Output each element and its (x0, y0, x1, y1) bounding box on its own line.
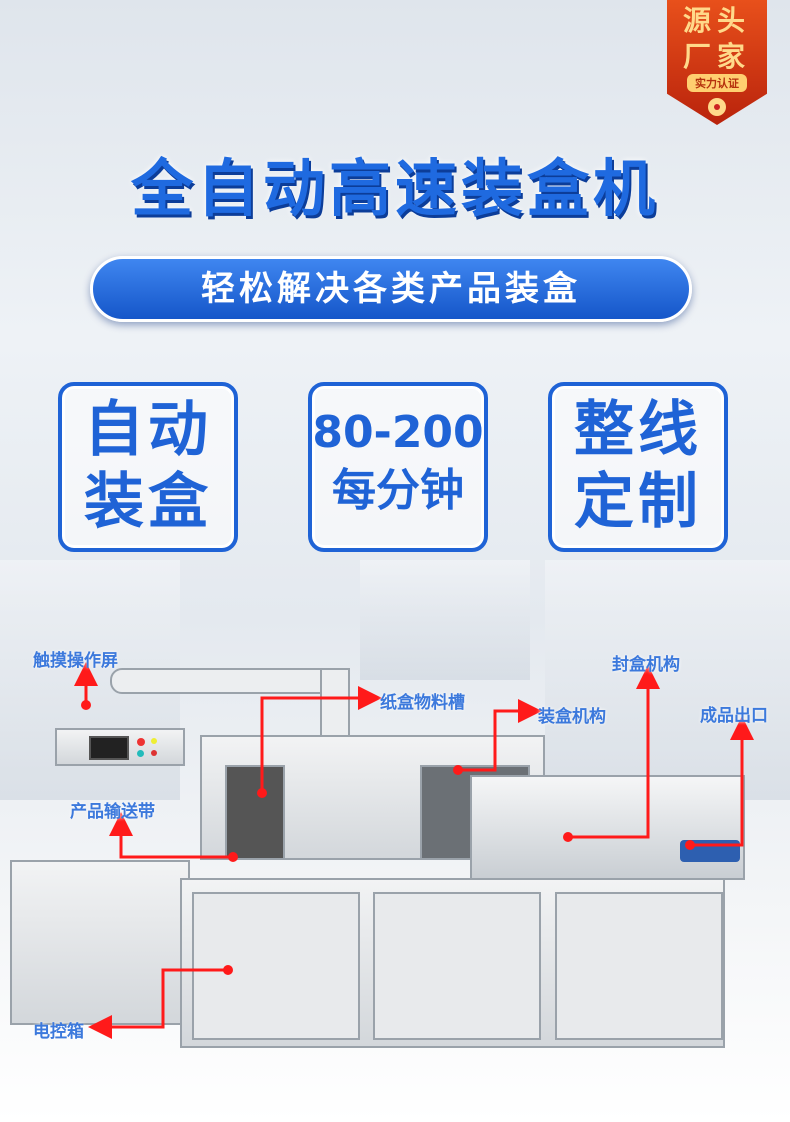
feature-auto-boxing: 自动 装盒 (58, 382, 238, 552)
feature-custom-line: 整线 定制 (548, 382, 728, 552)
badge-text: 厂家 (682, 40, 751, 73)
background-equipment (360, 560, 530, 680)
callout-line-carton-hopper (260, 686, 382, 793)
callout-product-conveyor: 产品输送带 (70, 802, 155, 822)
feature-text: 每分钟 (332, 465, 464, 516)
cabinet-door (373, 892, 541, 1040)
callout-product-outlet: 成品出口 (700, 706, 768, 726)
feature-text: 80-200 (312, 407, 484, 458)
page-title: 全自动高速装盒机 (130, 152, 659, 225)
callout-line-sealing (568, 665, 660, 839)
callout-line-boxing (458, 699, 542, 772)
feature-text: 装盒 (84, 467, 212, 537)
feature-text: 整线 (574, 395, 702, 465)
callout-line-outlet (690, 716, 754, 847)
badge-text: 源头 (682, 4, 751, 37)
indicator-icon (151, 738, 157, 744)
machine-right (470, 775, 745, 880)
control-panel (55, 728, 185, 766)
feature-speed: 80-200 每分钟 (308, 382, 488, 552)
start-button-icon (137, 750, 144, 757)
cabinet-door (555, 892, 723, 1040)
background-equipment (545, 560, 790, 800)
callout-control-cabinet: 电控箱 (33, 1022, 84, 1042)
cabinet-door (192, 892, 360, 1040)
callout-line-conveyor (109, 812, 233, 859)
indicator-icon (151, 750, 157, 756)
factory-badge: 源头 厂家 实力认证 (667, 0, 767, 125)
subtitle-pill: 轻松解决各类产品装盒 (90, 256, 692, 322)
callout-line-cabinet (88, 968, 228, 1039)
carton-hopper (225, 765, 285, 860)
badge-seal-icon (708, 98, 726, 116)
callout-touch-screen: 触摸操作屏 (33, 651, 118, 671)
badge-ribbon: 实力认证 (687, 74, 747, 92)
feature-text: 定制 (574, 467, 702, 537)
feature-text: 自动 (84, 395, 212, 465)
touch-screen (89, 736, 129, 760)
stop-button-icon (137, 738, 145, 746)
callout-carton-hopper: 纸盒物料槽 (380, 693, 465, 713)
callout-boxing-mechanism: 装盒机构 (538, 707, 606, 727)
callout-sealing-mechanism: 封盒机构 (612, 655, 680, 675)
machine-duct (320, 668, 350, 748)
